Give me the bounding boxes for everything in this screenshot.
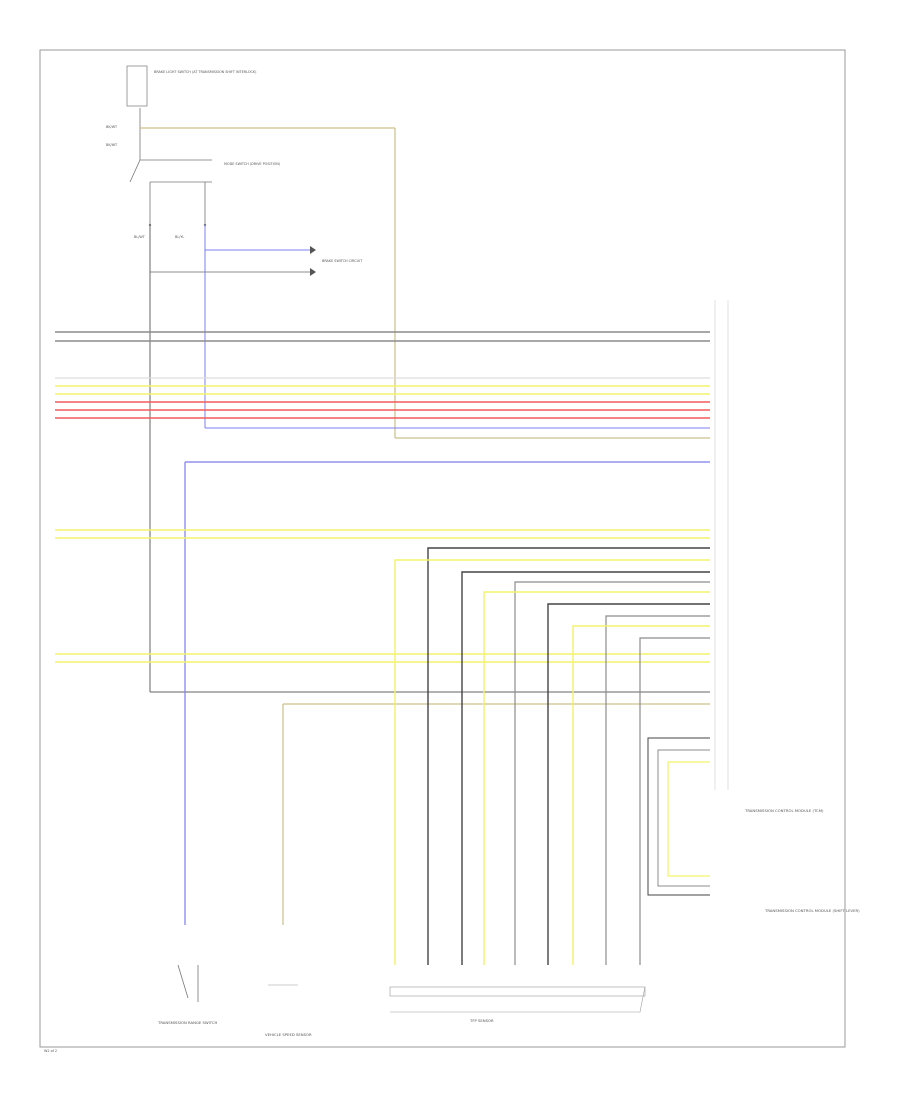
bus-wires [55,331,710,925]
tfp-connector [389,986,646,1013]
switch-contacts [129,108,212,227]
tcm-lower-connector [647,737,710,896]
brake-switch-leads [150,246,316,276]
wire-tag: BL/WT [134,235,146,239]
sensor-feeds [394,547,710,965]
diagram-frame [39,49,846,1048]
tcm-bottom-label: TRANSMISSION CONTROL MODULE (SHIFT LEVER… [764,908,860,913]
bottom-switch-label: TRANSMISSION RANGE SWITCH [157,1020,218,1025]
top-switch: BRAKE LIGHT SWITCH (AT TRANSMISSION SHIF… [126,65,257,107]
tcm-connector [714,300,729,790]
wire-tag: BK/WT [106,143,118,147]
tfp-label: TFP SENSOR [469,1018,494,1023]
brake-circuit-label: BRAKE SWITCH CIRCUIT [322,259,363,263]
wire-tag: BL/YL [175,235,184,239]
mode-switch-label: MODE SWITCH (DRIVE POSITION) [224,162,281,166]
bottom-switch [177,964,199,1002]
wire-tag: BK/WT [106,125,118,129]
page-reference: W2 of 2 [44,1049,57,1053]
tcm-label: TRANSMISSION CONTROL MODULE (TCM) [744,808,824,813]
top-switch-label: BRAKE LIGHT SWITCH (AT TRANSMISSION SHIF… [154,70,257,74]
vss-label: VEHICLE SPEED SENSOR [265,1032,312,1037]
